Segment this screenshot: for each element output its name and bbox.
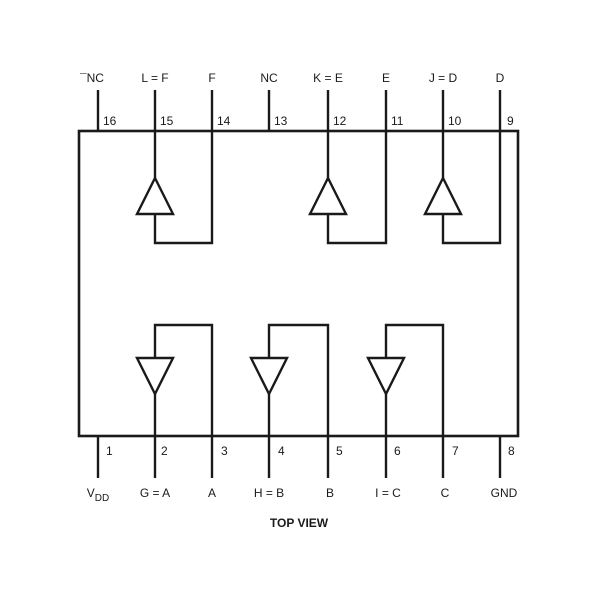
pin-2-label: G = A bbox=[140, 486, 170, 500]
pin-3-label: A bbox=[208, 486, 216, 500]
pin-8-number: 8 bbox=[508, 444, 515, 458]
vdd-subscript: DD bbox=[95, 493, 109, 504]
pin-1-number: 1 bbox=[106, 444, 113, 458]
pin-6-number: 6 bbox=[394, 444, 401, 458]
buffer-gate-pin12-pin11 bbox=[308, 131, 388, 245]
pin-7-label: C bbox=[441, 486, 450, 500]
buffer-triangle-icon bbox=[366, 356, 406, 397]
top-pin-labels: ¯NC L = F F NC K = E E J = D D bbox=[79, 71, 505, 85]
buffer-triangle-icon bbox=[423, 175, 463, 216]
buffer-wire bbox=[153, 323, 214, 436]
buffer-gate-pin5-pin4 bbox=[249, 323, 330, 436]
pin-12-number: 12 bbox=[333, 114, 347, 128]
pin-9-label: D bbox=[496, 71, 505, 85]
pin-9-number: 9 bbox=[507, 114, 514, 128]
pin-14-number: 14 bbox=[217, 114, 231, 128]
buffer-triangle-icon bbox=[135, 356, 175, 397]
buffer-triangle-icon bbox=[135, 175, 175, 216]
pin-4-number: 4 bbox=[278, 444, 285, 458]
pin-13-label: NC bbox=[260, 71, 278, 85]
pin-15-number: 15 bbox=[160, 114, 174, 128]
pin-13-number: 13 bbox=[274, 114, 288, 128]
bottom-pin-leads bbox=[96, 436, 502, 478]
pin-5-number: 5 bbox=[336, 444, 343, 458]
buffer-gate-pin10-pin9 bbox=[423, 131, 502, 245]
vdd-main: V bbox=[87, 486, 95, 500]
top-pin-numbers: 16 15 14 13 12 11 10 9 bbox=[103, 114, 514, 128]
pin-15-label: L = F bbox=[141, 71, 168, 85]
pin-14-label: F bbox=[208, 71, 215, 85]
pin-11-number: 11 bbox=[391, 114, 404, 128]
bottom-pin-numbers: 1 2 3 4 5 6 7 8 bbox=[106, 444, 515, 458]
pin-5-label: B bbox=[326, 486, 334, 500]
pin-12-label: K = E bbox=[313, 71, 343, 85]
pin-16-number: 16 bbox=[103, 114, 117, 128]
buffer-gate-pin7-pin6 bbox=[366, 323, 445, 436]
diagram-caption: TOP VIEW bbox=[270, 516, 329, 530]
pin-3-number: 3 bbox=[221, 444, 228, 458]
pin-6-label: I = C bbox=[375, 486, 401, 500]
buffer-wire bbox=[267, 323, 330, 436]
pin-1-label-vdd: VDD bbox=[87, 486, 109, 504]
pin-7-number: 7 bbox=[452, 444, 459, 458]
top-pin-leads bbox=[96, 90, 502, 131]
pin-10-label: J = D bbox=[429, 71, 458, 85]
buffer-wire bbox=[153, 131, 214, 245]
ic-package-body bbox=[77, 129, 520, 438]
pin-8-label: GND bbox=[491, 486, 518, 500]
pin-2-number: 2 bbox=[161, 444, 168, 458]
buffer-wire bbox=[441, 131, 502, 245]
buffer-gate-pin15-pin14 bbox=[135, 131, 214, 245]
pin-4-label: H = B bbox=[254, 486, 284, 500]
buffer-gate-pin3-pin2 bbox=[135, 323, 214, 436]
buffer-triangle-icon bbox=[308, 175, 348, 216]
pin-16-label: ¯NC bbox=[79, 71, 104, 85]
buffer-wire bbox=[326, 131, 388, 245]
pin-11-label: E bbox=[382, 71, 390, 85]
pin-10-number: 10 bbox=[448, 114, 462, 128]
buffer-triangle-icon bbox=[249, 356, 289, 397]
bottom-pin-labels: VDD G = A A H = B B I = C C GND bbox=[87, 486, 518, 504]
buffer-wire bbox=[384, 323, 445, 436]
